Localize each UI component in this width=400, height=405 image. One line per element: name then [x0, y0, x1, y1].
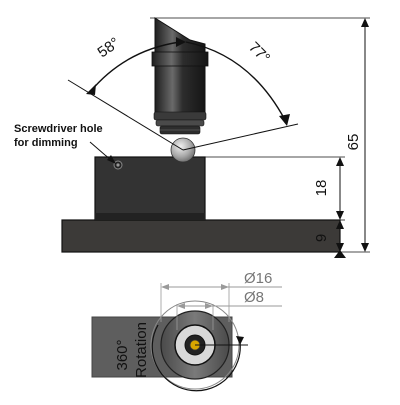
mount-block-base: [95, 213, 205, 220]
dim-d16-arrow-right-icon: [221, 284, 229, 290]
spotlight-head: [151, 17, 209, 135]
angle-label-right: 77°: [245, 39, 273, 67]
guide-line-left: [67, 79, 184, 151]
rotation-label-line2: Rotation: [133, 322, 150, 378]
dim-d16-arrow-left-icon: [161, 284, 169, 290]
dim-label-65: 65: [345, 134, 362, 151]
screwdriver-arrow-icon: [107, 155, 116, 164]
dim-9-arrow-below-icon: [334, 250, 346, 258]
rotation-label-line1: 360°: [114, 339, 131, 370]
arc-58: [89, 41, 181, 93]
dim-9-arrow-bottom-icon: [336, 243, 344, 252]
dim-d8-arrow-left-icon: [177, 303, 185, 309]
dim-18-arrow-top-icon: [336, 157, 344, 166]
dim-18-arrow-bottom-icon: [336, 211, 344, 220]
guide-line-right: [182, 123, 299, 151]
mounting-plate: [61, 219, 341, 253]
dia-label-16: Ø16: [244, 270, 272, 287]
dim-d8-arrow-right-icon: [205, 303, 213, 309]
dim-label-9: 9: [313, 234, 330, 242]
screwdriver-label-line2: for dimming: [14, 137, 78, 149]
dim-label-18: 18: [313, 180, 330, 197]
dim-65-arrow-top-icon: [361, 18, 369, 27]
rotation-arc: [151, 324, 241, 392]
arc-58-arrow-left-icon: [86, 84, 96, 95]
dia-label-8: Ø8: [244, 289, 264, 306]
dim-65-arrow-bottom-icon: [361, 243, 369, 252]
screwdriver-label-line1: Screwdriver hole: [14, 123, 103, 135]
arc-77: [185, 41, 286, 121]
arc-77-arrow-icon: [279, 114, 290, 126]
screwdriver-hole-center: [116, 163, 120, 167]
rotation-arrow-icon: [236, 336, 244, 345]
mount-block: [94, 156, 206, 221]
arc-58-arrow-right-icon: [176, 37, 186, 47]
dim-9-arrow-top-icon: [336, 220, 344, 229]
angle-label-left: 58°: [95, 34, 123, 61]
